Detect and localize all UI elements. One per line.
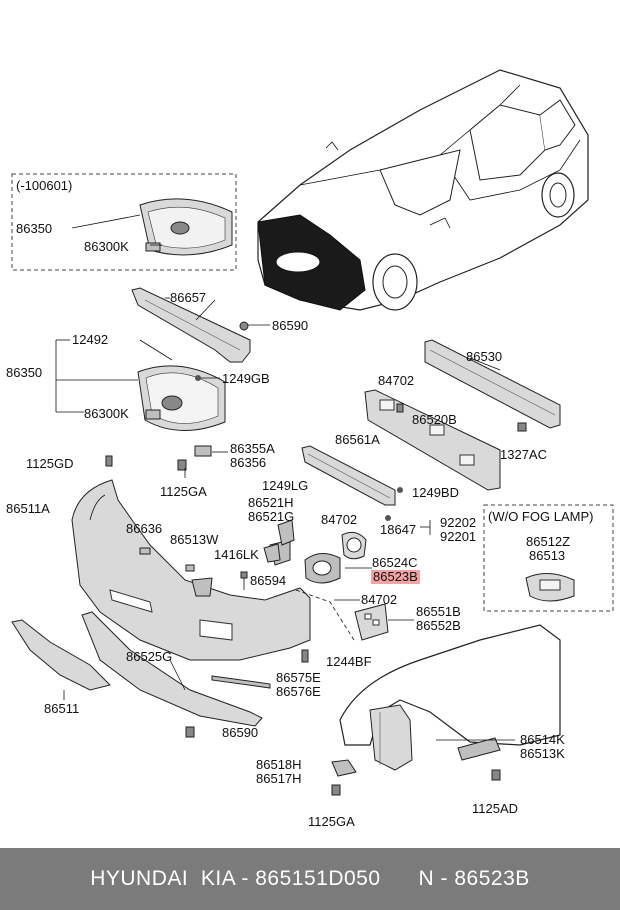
early-model-note: (-100601) — [16, 178, 73, 193]
part-label[interactable]: 1416LK — [214, 547, 259, 562]
part-label[interactable]: 84702 — [361, 592, 398, 607]
car-illustration — [257, 69, 589, 311]
part-label[interactable]: 86350 — [6, 365, 43, 380]
part-label[interactable]: 1125GD — [26, 456, 74, 471]
front-fender — [331, 624, 561, 796]
part-label[interactable]: 86511A — [6, 501, 50, 516]
part-label[interactable]: 86530 — [466, 349, 503, 364]
part-label[interactable]: 86552B — [416, 618, 461, 633]
early-model-box — [11, 173, 237, 271]
fog-lamp-group — [263, 515, 431, 584]
part-label[interactable]: 86511 — [44, 701, 80, 716]
fog-lamp-box — [483, 504, 614, 612]
part-label[interactable]: 1125AD — [472, 801, 519, 816]
diagram-drawing — [11, 69, 614, 796]
part-label[interactable]: 86594 — [250, 573, 287, 588]
part-label[interactable]: 86356 — [230, 455, 267, 470]
part-label[interactable]: 86576E — [276, 684, 321, 699]
part-label[interactable]: 1125GA — [308, 814, 355, 829]
part-label[interactable]: 1125GA — [160, 484, 207, 499]
energy-absorber — [364, 389, 501, 491]
part-label[interactable]: 86513K — [520, 746, 565, 761]
part-label[interactable]: 86561A — [335, 432, 380, 447]
part-label[interactable]: 86524C — [372, 555, 418, 570]
part-label[interactable]: 1249BD — [412, 485, 459, 500]
part-label[interactable]: 86518H — [256, 757, 302, 772]
part-label[interactable]: 84702 — [321, 512, 358, 527]
part-label[interactable]: 92202 — [440, 515, 477, 530]
early-grille-group — [71, 198, 233, 256]
part-label[interactable]: 84702 — [378, 373, 415, 388]
part-label[interactable]: 86513W — [170, 532, 219, 547]
fog-lamp-note: (W/O FOG LAMP) — [488, 509, 594, 524]
lower-valance — [11, 611, 271, 738]
part-label[interactable]: 12492 — [72, 332, 109, 347]
part-label[interactable]: 86520B — [412, 412, 457, 427]
bumper-beam — [424, 339, 561, 432]
part-label[interactable]: 86575E — [276, 670, 321, 685]
footer-part-info: HYUNDAI KIA - 865151D050 N - 86523B — [90, 867, 530, 890]
part-label[interactable]: 86551B — [416, 604, 461, 619]
side-bracket — [295, 589, 414, 663]
footer-bar: HYUNDAI KIA - 865151D050 N - 86523B — [0, 848, 620, 910]
part-label[interactable]: 86525G — [126, 649, 173, 664]
part-label[interactable]: 1327AC — [500, 447, 547, 462]
part-label[interactable]: 86521H — [248, 495, 294, 510]
part-label[interactable]: 1249LG — [262, 478, 309, 493]
part-label[interactable]: 86514K — [520, 732, 565, 747]
part-label[interactable]: 86513 — [529, 548, 566, 563]
part-label[interactable]: 86350 — [16, 221, 53, 236]
fog-blank-cover — [525, 573, 575, 602]
part-label[interactable]: 1249GB — [222, 371, 270, 386]
part-label-highlighted[interactable]: 86523B — [371, 569, 420, 584]
part-label[interactable]: 86300K — [84, 406, 129, 421]
part-label[interactable]: 86657 — [170, 290, 207, 305]
part-label[interactable]: 18647 — [380, 522, 417, 537]
cowl-panel — [131, 287, 270, 363]
grille-main — [55, 339, 226, 431]
part-label[interactable]: 86517H — [256, 771, 302, 786]
part-label[interactable]: 86512Z — [526, 534, 571, 549]
part-label[interactable]: 1244BF — [326, 654, 372, 669]
part-label[interactable]: 86590 — [272, 318, 309, 333]
emblem-bolts — [105, 445, 228, 478]
lower-cover — [301, 445, 403, 506]
part-label[interactable]: 92201 — [440, 529, 477, 544]
part-label[interactable]: 86636 — [126, 521, 163, 536]
part-label[interactable]: 86590 — [222, 725, 259, 740]
part-label[interactable]: 86521G — [248, 509, 295, 524]
part-label[interactable]: 86300K — [84, 239, 129, 254]
part-label[interactable]: 86355A — [230, 441, 275, 456]
parts-diagram: (-100601) (W/O FOG LAMP) 86350 86300K 86… — [6, 69, 614, 829]
